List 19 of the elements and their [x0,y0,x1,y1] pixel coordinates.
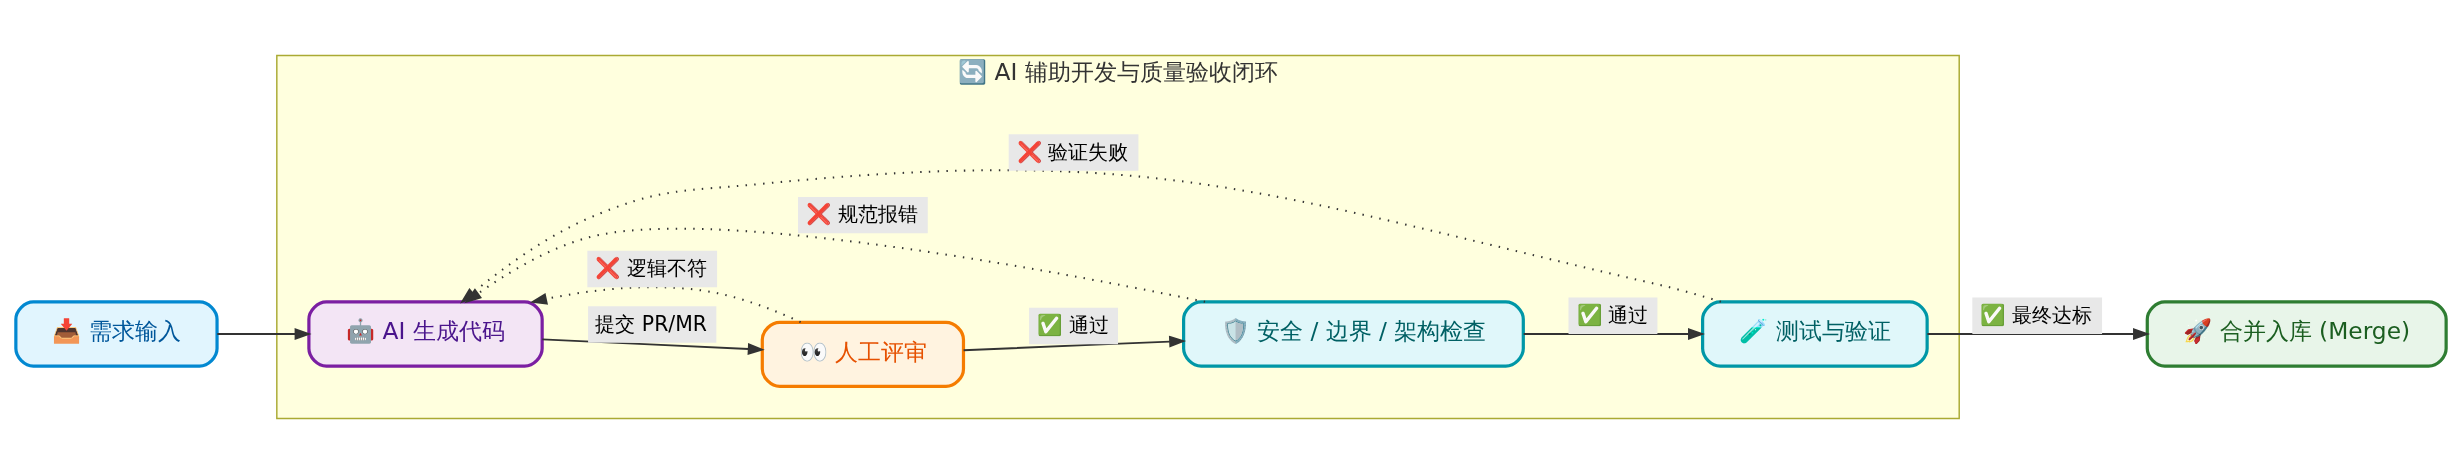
edge-label: ❌ 逻辑不符 [595,256,707,281]
node-box: 🤖 AI 生成代码 [307,300,544,368]
arrow [1522,328,1705,340]
edge-label: 提交 PR/MR [595,311,708,336]
edge-label: ✅ 通过 [1037,313,1109,338]
node-box: 🛡 安全 / 边界 / 架构检查 [1182,300,1525,368]
node-box: 🚀 合并入库 (Merge) [2145,300,2448,368]
edge-label: ❌ 验证失败 [1016,139,1129,164]
arrow [962,335,1187,352]
edge-label: ✅ 通过 [1576,302,1649,327]
arrow [529,286,802,324]
arrow [541,338,765,355]
arrow [216,328,312,340]
node-box: 🧪 测试与验证 [1701,300,1929,368]
node-box: 📥 需求输入 [14,300,219,368]
edge-label: ✅ 最终达标 [1980,302,2092,327]
node-box: 👀 人工评审 [760,320,966,389]
edge-label: ❌ 规范报错 [806,202,918,227]
arrow [1926,328,2150,340]
